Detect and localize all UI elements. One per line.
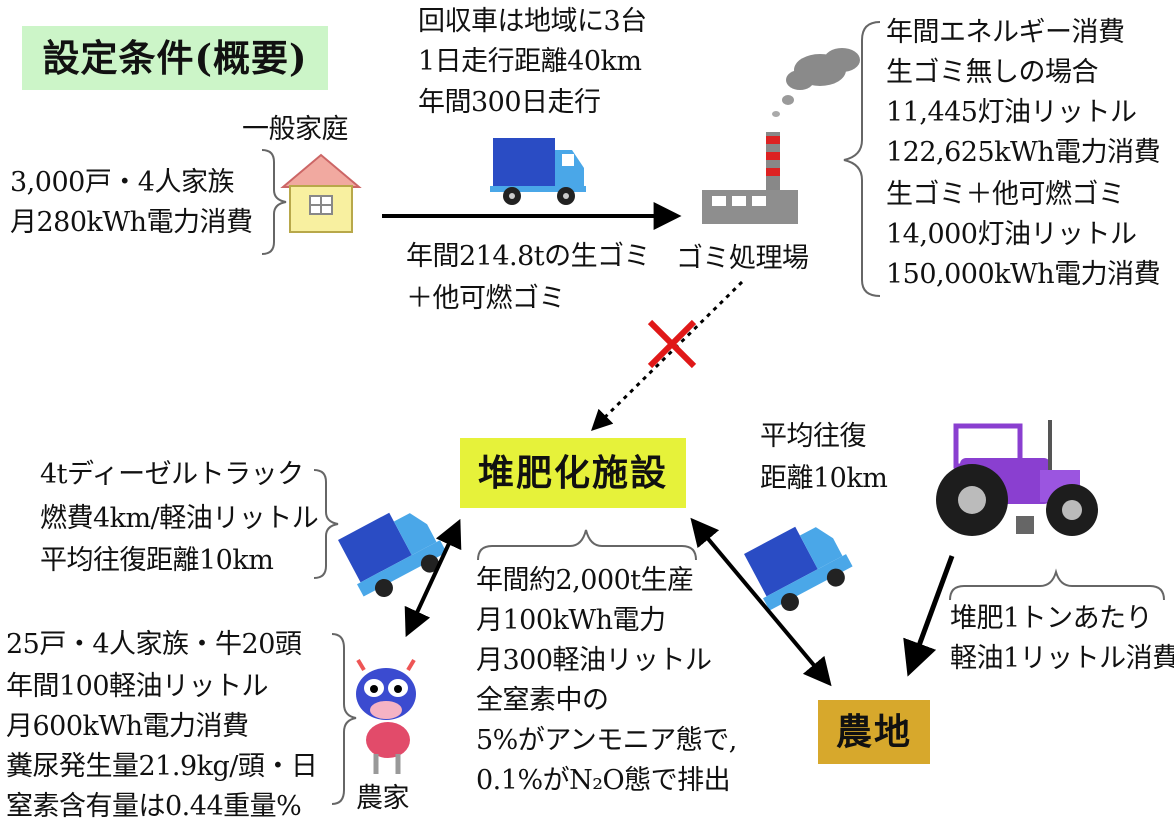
- farmer-line-5: 窒素含有量は0.44重量%: [6, 791, 302, 822]
- farm-truck-icon: [744, 526, 853, 611]
- tractor-brace: [949, 568, 1165, 601]
- tractor-icon: [936, 420, 1098, 536]
- farmer-line-1: 25戸・4人家族・牛20頭: [6, 629, 302, 660]
- plant-line-7: 150,000kWh電力消費: [886, 259, 1161, 290]
- farmer-compost-arrow: [404, 518, 462, 638]
- household-line-1: 3,000戸・4人家族: [10, 167, 234, 198]
- household-label: 一般家庭: [242, 114, 349, 145]
- plant-line-4: 122,625kWh電力消費: [886, 137, 1161, 168]
- rejected-cross-icon: [647, 319, 697, 369]
- factory-icon: [702, 132, 798, 224]
- cow-icon: [356, 658, 416, 774]
- compost-line-4: 全窒素中の: [476, 685, 609, 716]
- waste-flow-line-1: 年間214.8tの生ゴミ: [406, 241, 651, 272]
- plant-line-6: 14,000灯油リットル: [886, 219, 1137, 250]
- diesel-brace: [313, 469, 339, 579]
- tractor-arrow: [903, 555, 955, 677]
- plant-line-3: 11,445灯油リットル: [886, 97, 1137, 128]
- collection-truck-line-2: 1日走行距離40km: [418, 46, 642, 77]
- farm-trip-line-2: 距離10km: [760, 463, 888, 494]
- plant-brace: [843, 21, 881, 297]
- collection-truck-icon: [490, 138, 586, 205]
- house-icon: [280, 153, 362, 233]
- household-brace: [261, 149, 287, 255]
- diesel-truck-line-2: 燃費4km/軽油リットル: [40, 503, 319, 534]
- compost-line-5: 5%がアンモニア態で,: [476, 725, 737, 756]
- plant-line-5: 生ゴミ＋他可燃ゴミ: [886, 179, 1125, 210]
- compost-line-2: 月100kWh電力: [476, 605, 666, 636]
- smoke-cloud-icon: [772, 48, 860, 117]
- rejected-route-arrow: [591, 280, 744, 431]
- diesel-truck-line-1: 4tディーゼルトラック: [40, 459, 304, 490]
- collection-truck-line-3: 年間300日走行: [418, 87, 601, 118]
- waste-flow-line-2: ＋他可燃ゴミ: [406, 283, 566, 314]
- tractor-line-1: 堆肥1トンあたり: [950, 603, 1153, 634]
- diagram-title: 設定条件(概要): [22, 26, 328, 90]
- farmland-label: 農地: [818, 700, 930, 764]
- farmer-line-2: 年間100軽油リットル: [6, 671, 269, 702]
- farmer-line-4: 糞尿発生量21.9kg/頭・日: [6, 751, 318, 782]
- diesel-truck-icon: [338, 512, 447, 597]
- household-line-2: 月280kWh電力消費: [10, 207, 253, 238]
- compost-line-6: 0.1%がN₂O態で排出: [476, 765, 731, 796]
- compost-facility-label: 堆肥化施設: [460, 438, 686, 508]
- farm-trip-line-1: 平均往復: [760, 421, 867, 452]
- compost-line-1: 年間約2,000t生産: [476, 565, 694, 596]
- farmland-compost-arrow: [690, 517, 832, 687]
- disposal-plant-label: ゴミ処理場: [676, 243, 809, 274]
- diesel-truck-line-3: 平均往復距離10km: [40, 545, 274, 576]
- tractor-line-2: 軽油1リットル消費: [950, 643, 1174, 674]
- farmer-brace: [331, 633, 357, 805]
- collection-truck-line-1: 回収車は地域に3台: [418, 6, 647, 37]
- plant-line-1: 年間エネルギー消費: [886, 17, 1125, 48]
- compost-brace: [477, 529, 697, 561]
- farmer-line-3: 月600kWh電力消費: [6, 711, 249, 742]
- farmer-label: 農家: [356, 783, 410, 814]
- compost-line-3: 月300軽油リットル: [476, 645, 712, 676]
- plant-line-2: 生ゴミ無しの場合: [886, 57, 1099, 88]
